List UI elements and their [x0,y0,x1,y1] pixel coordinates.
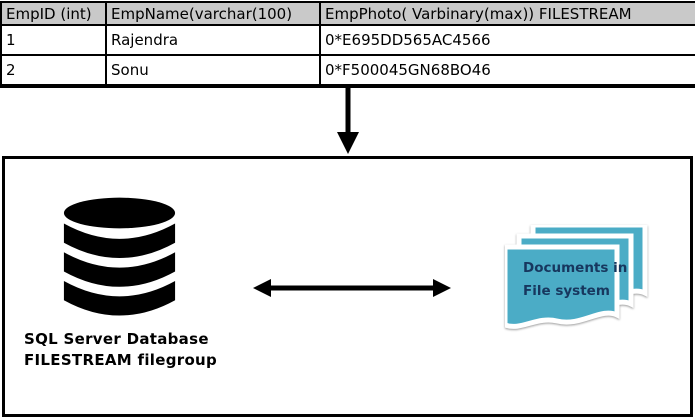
table-cell: 0*F500045GN68BO46 [319,54,695,87]
database-label-line1: SQL Server Database [24,330,209,348]
table-header-row: EmpID (int) EmpName(varchar(100) EmpPhot… [0,1,695,26]
header-cell-empphoto: EmpPhoto( Varbinary(max)) FILESTREAM [319,1,695,26]
database-icon [62,195,177,323]
documents-label-line1: Documents in [523,260,628,276]
table-cell: 2 [0,54,107,87]
document-stack-icon [502,222,657,347]
table-cell: Rajendra [105,24,321,56]
table-cell: 1 [0,24,107,56]
table-cell: 0*E695DD565AC4566 [319,24,695,56]
database-label-line2: FILESTREAM filegroup [24,351,218,369]
arrow-down-icon [330,86,366,156]
documents-label: Documents in File system [523,257,627,303]
table-cell: Sonu [105,54,321,87]
table-row: 2 Sonu 0*F500045GN68BO46 [0,54,695,87]
header-cell-empname: EmpName(varchar(100) [105,1,321,26]
employee-table: EmpID (int) EmpName(varchar(100) EmpPhot… [0,1,695,88]
documents-label-line2: File system [523,283,610,299]
filestream-panel: SQL Server Database FILESTREAM filegroup [2,156,693,417]
header-cell-empid: EmpID (int) [0,1,107,26]
arrow-left-right-icon [252,275,452,301]
table-row: 1 Rajendra 0*E695DD565AC4566 [0,24,695,56]
database-label: SQL Server Database FILESTREAM filegroup [24,329,217,371]
